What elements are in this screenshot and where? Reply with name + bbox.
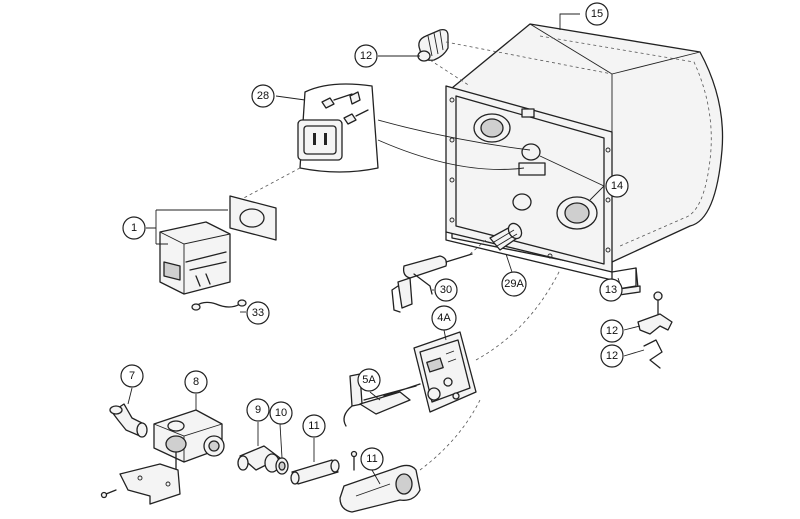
svg-text:12: 12 <box>606 350 618 362</box>
callout-12-top: 12 <box>354 44 420 68</box>
orifice-part-9 <box>237 445 281 473</box>
svg-text:10: 10 <box>275 407 287 419</box>
svg-text:12: 12 <box>360 50 372 62</box>
callout-12-right-b: 12 <box>600 344 645 368</box>
callout-5a: 5A <box>357 368 381 392</box>
callout-13: 13 <box>599 277 623 302</box>
svg-text:4A: 4A <box>437 312 451 324</box>
sensor-part-30 <box>391 253 473 313</box>
svg-text:30: 30 <box>440 284 452 296</box>
callout-14: 14 <box>539 155 629 201</box>
svg-text:5A: 5A <box>362 374 376 386</box>
tube-part-11a <box>290 459 340 485</box>
svg-text:11: 11 <box>366 453 377 465</box>
callout-11-b: 11 <box>360 447 384 471</box>
callout-12-right-a: 12 <box>600 319 641 343</box>
igniter-part-5a <box>343 373 421 427</box>
svg-text:13: 13 <box>605 284 617 296</box>
svg-text:28: 28 <box>257 90 269 102</box>
svg-text:8: 8 <box>193 376 199 388</box>
callout-28: 28 <box>251 84 306 108</box>
fitting-part-29a <box>489 222 523 251</box>
svg-text:15: 15 <box>591 8 603 20</box>
burner-part-11b <box>339 450 421 513</box>
ring-part-10 <box>275 457 289 475</box>
svg-text:7: 7 <box>129 370 135 382</box>
control-board-4a <box>413 331 477 413</box>
svg-text:11: 11 <box>308 420 319 432</box>
valve-bracket <box>100 463 181 505</box>
callout-9: 9 <box>246 398 270 422</box>
callout-33: 33 <box>240 301 270 325</box>
callout-7: 7 <box>120 364 144 388</box>
callout-15: 15 <box>559 2 609 30</box>
callout-29a: 29A <box>501 271 527 297</box>
svg-text:1: 1 <box>131 222 137 234</box>
svg-text:14: 14 <box>611 180 623 192</box>
callout-10: 10 <box>269 401 293 425</box>
clip-part-12b <box>637 313 673 335</box>
callout-8: 8 <box>184 370 208 394</box>
cover-part-1 <box>159 195 277 295</box>
gas-valve-part-8 <box>153 409 225 475</box>
svg-text:12: 12 <box>606 325 618 337</box>
callout-11-a: 11 <box>302 414 326 438</box>
svg-text:29A: 29A <box>504 278 524 290</box>
water-heater-tank <box>445 23 724 291</box>
callout-4a: 4A <box>431 305 457 331</box>
callout-1: 1 <box>122 216 146 240</box>
wire-part-33 <box>191 299 247 311</box>
elbow-part-7 <box>109 403 148 438</box>
svg-text:9: 9 <box>255 404 261 416</box>
outlet-assembly-28 <box>297 83 379 173</box>
svg-text:33: 33 <box>252 307 264 319</box>
spring-part-12 <box>417 28 449 62</box>
clip-part-12c <box>643 339 663 369</box>
screw-part-12a <box>653 291 663 315</box>
callout-30: 30 <box>432 278 458 302</box>
